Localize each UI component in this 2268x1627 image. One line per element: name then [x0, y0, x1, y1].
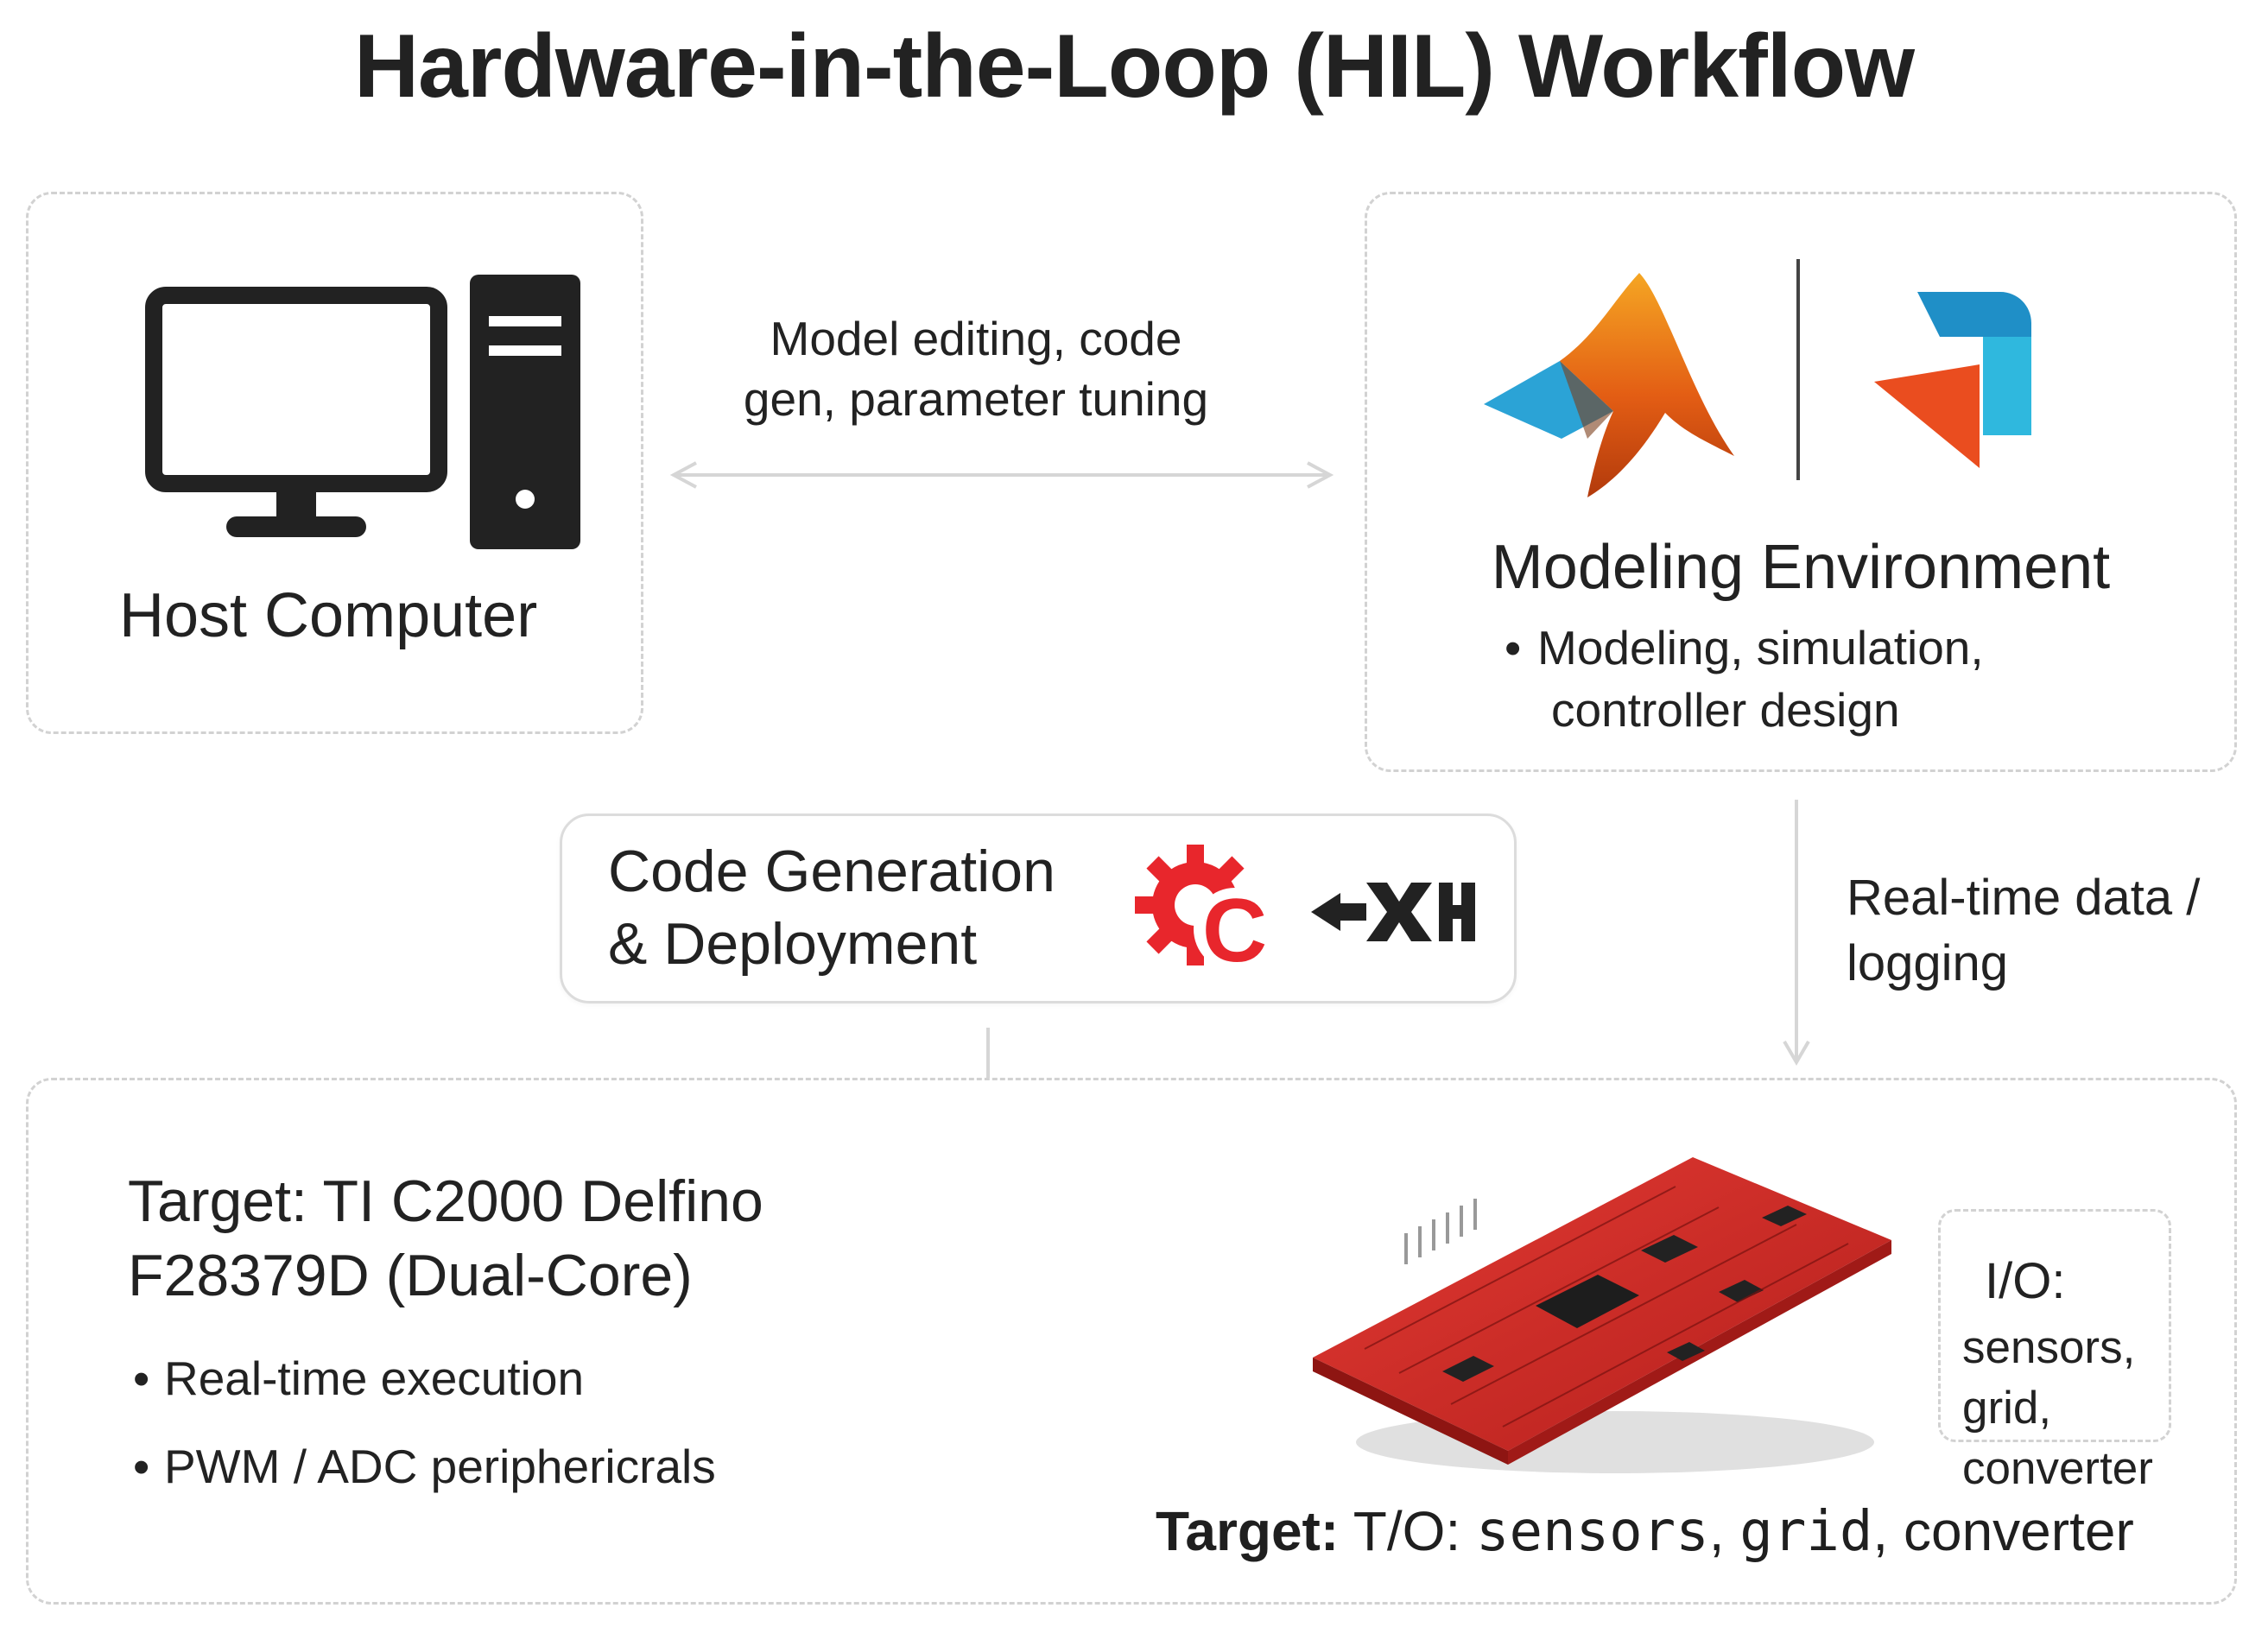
- desktop-computer-icon: [145, 275, 580, 549]
- target-io-word-1: sensors: [1476, 1500, 1709, 1564]
- target-io-prefix: Target:: [1156, 1500, 1340, 1562]
- embedded-coder-gear-icon: [1135, 845, 1277, 971]
- modeling-environment-panel: [1365, 192, 2237, 772]
- modeling-environment-title: Modeling Environment: [1491, 533, 2111, 602]
- code-generation-logo-icon: [1311, 883, 1475, 941]
- modeling-desc-line-1: Modeling, simulation,: [1537, 621, 1984, 674]
- target-title-line-1: Target: TI C2000 Delfino: [128, 1168, 763, 1234]
- code-generation-line-1: Code Generation: [608, 839, 1055, 904]
- host-link-label-1: Model editing, code: [770, 312, 1182, 365]
- target-bullet-mark-1: •: [133, 1352, 150, 1405]
- target-bullet-1: Real-time execution: [164, 1352, 585, 1405]
- matlab-logo-icon: [1484, 273, 1734, 497]
- bidirectional-arrow: [669, 461, 1334, 489]
- data-logging-label-1: Real-time data /: [1847, 870, 2201, 926]
- target-io-mid: T/O:: [1353, 1500, 1461, 1562]
- gear-letter: C: [1202, 881, 1268, 981]
- page-title: Hardware-in-the-Loop (HIL) Workflow: [353, 16, 1915, 117]
- io-line-1: sensors,: [1962, 1322, 2136, 1373]
- target-io-sep-1: ,: [1708, 1500, 1725, 1562]
- host-computer-label: Host Computer: [119, 581, 538, 650]
- io-line-2: grid,: [1962, 1383, 2052, 1434]
- host-link-label-2: gen, parameter tuning: [743, 372, 1209, 426]
- code-generation-line-2: & Deployment: [608, 911, 978, 977]
- target-io-sep-2: ,: [1872, 1500, 1889, 1562]
- simulink-logo-icon: [1874, 292, 2031, 468]
- io-line-3: converter: [1962, 1443, 2153, 1494]
- io-title: I/O:: [1985, 1253, 2066, 1309]
- modeling-bullet: •: [1505, 621, 1522, 674]
- target-bullet-2: PWM / ADC periphericrals: [164, 1440, 716, 1493]
- target-io-line: Target: T/O: sensors, grid, converter: [1156, 1499, 2134, 1564]
- data-logging-label-2: logging: [1847, 935, 2009, 991]
- logo-divider: [1796, 259, 1800, 480]
- target-bullet-mark-2: •: [133, 1440, 150, 1493]
- data-logging-down-arrow: [1783, 800, 1810, 1066]
- target-io-word-2: grid: [1739, 1500, 1873, 1564]
- target-io-word-3: converter: [1903, 1500, 2134, 1562]
- launchpad-board-icon: [1313, 1157, 1891, 1473]
- target-title-line-2: F28379D (Dual-Core): [128, 1243, 693, 1308]
- io-panel: [1938, 1209, 2171, 1442]
- target-panel: [26, 1078, 2237, 1605]
- modeling-desc-line-2: controller design: [1551, 683, 1900, 737]
